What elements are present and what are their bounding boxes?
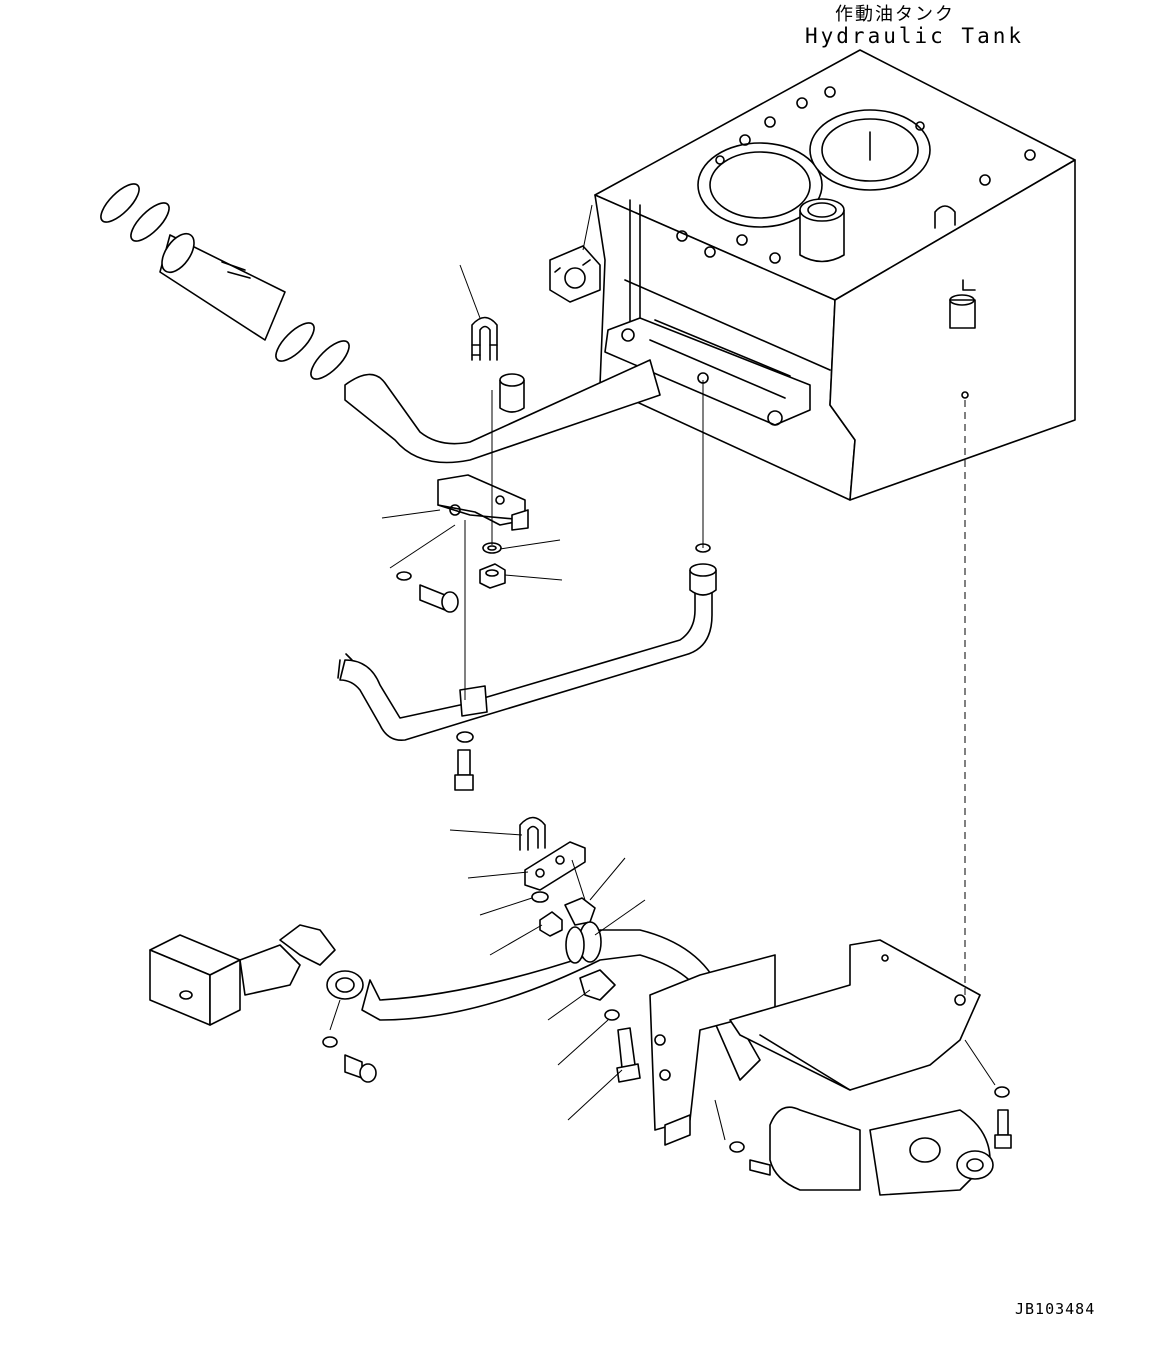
lower-bolt-1 [454, 749, 474, 791]
middle-tube [337, 563, 717, 742]
bracket-washer [482, 542, 502, 554]
hydraulic-tank [594, 49, 1076, 501]
upper-return-hose [100, 183, 661, 464]
tank-label-english: Hydraulic Tank [805, 24, 1025, 48]
tank-label-japanese: 作動油タンク [835, 4, 955, 25]
bracket-nut [479, 563, 506, 589]
lower-tube [361, 921, 761, 1083]
valve-block [149, 924, 377, 1083]
bracket-bolt [396, 571, 459, 613]
lower-clamp-parts [519, 816, 596, 937]
pump-mount [649, 939, 1012, 1196]
split-clamp [549, 245, 601, 303]
u-bolt [471, 316, 498, 361]
reference-lines [329, 204, 996, 1141]
lower-washer-1 [456, 731, 474, 743]
drawing-number: JB103484 [1015, 1300, 1096, 1318]
tube-bracket [437, 474, 529, 531]
sleeve [499, 373, 525, 413]
